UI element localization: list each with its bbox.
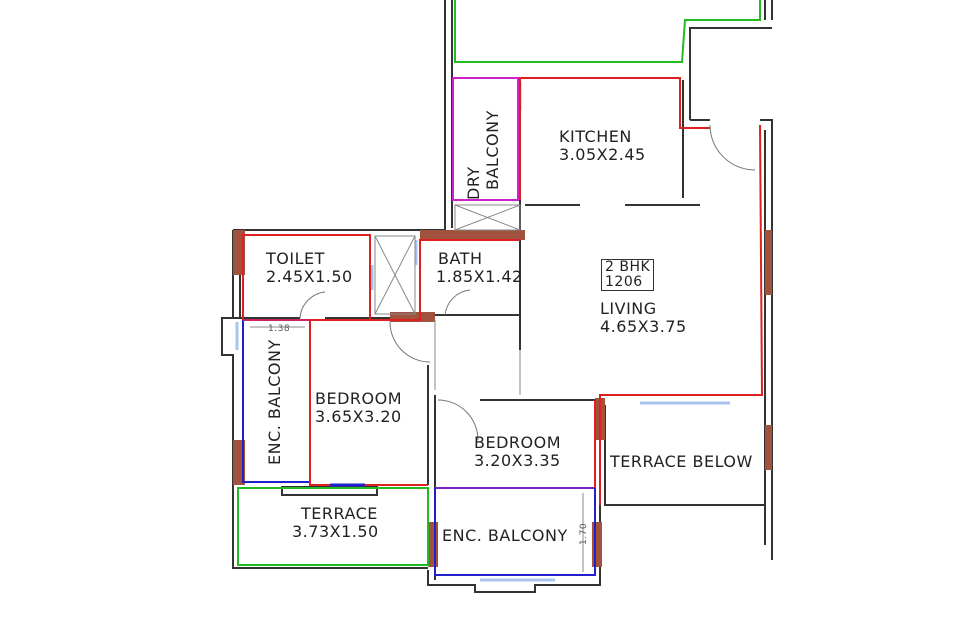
- enc-balcony2-name: ENC. BALCONY: [442, 526, 568, 545]
- unit-type-badge: 2 BHK 1206: [601, 259, 655, 291]
- enc-balcony1-dim: 1.38: [268, 324, 291, 334]
- dry-balcony-line2: BALCONY: [483, 110, 502, 190]
- dry-balcony-line1: DRY: [464, 166, 483, 200]
- toilet-size: 2.45X1.50: [266, 267, 353, 286]
- enc-balcony1-name: ENC. BALCONY: [265, 339, 284, 465]
- bedroom2-size: 3.20X3.35: [474, 451, 561, 470]
- shaft: [374, 204, 521, 395]
- living-name: LIVING: [600, 299, 657, 318]
- bath-size: 1.85X1.42: [436, 267, 523, 286]
- living-size: 4.65X3.75: [600, 317, 687, 336]
- zone-outlines: [237, 0, 764, 576]
- terrace-name: TERRACE: [301, 504, 378, 523]
- toilet-name: TOILET: [266, 249, 325, 268]
- kitchen-size: 3.05X2.45: [559, 145, 646, 164]
- unit-type: 2 BHK: [605, 259, 651, 275]
- doors: [299, 124, 756, 441]
- bedroom1-name: BEDROOM: [315, 389, 403, 408]
- unit-area: 1206: [605, 274, 643, 290]
- terrace-size: 3.73X1.50: [292, 522, 379, 541]
- kitchen-name: KITCHEN: [559, 127, 632, 146]
- bedroom2-name: BEDROOM: [474, 433, 562, 452]
- bath-name: BATH: [438, 249, 483, 268]
- bedroom1-size: 3.65X3.20: [315, 407, 402, 426]
- terrace-below-name: TERRACE BELOW: [610, 452, 753, 471]
- enc-balcony2-dim: 1.70: [579, 522, 589, 545]
